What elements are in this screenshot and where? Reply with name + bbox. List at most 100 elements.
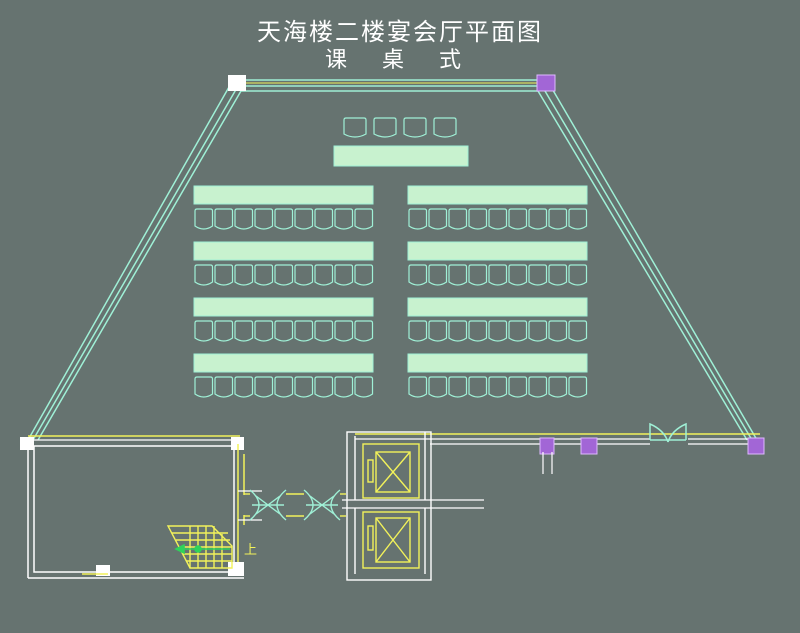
chair xyxy=(234,264,254,286)
elevator-1 xyxy=(362,443,420,499)
chair xyxy=(354,320,374,342)
chair xyxy=(468,208,488,230)
chair xyxy=(548,320,568,342)
chair xyxy=(568,320,588,342)
head-table xyxy=(333,145,469,167)
chair xyxy=(508,320,528,342)
chair xyxy=(528,376,548,398)
chair xyxy=(488,264,508,286)
classroom-table xyxy=(407,353,588,373)
classroom-table xyxy=(193,241,374,261)
chair xyxy=(314,376,334,398)
purple-columns xyxy=(536,74,765,455)
chair xyxy=(234,320,254,342)
plan-subtitle: 课 桌 式 xyxy=(325,48,475,73)
chair xyxy=(214,376,234,398)
chair xyxy=(254,264,274,286)
chair xyxy=(448,376,468,398)
chair xyxy=(254,208,274,230)
chair xyxy=(314,264,334,286)
chair xyxy=(408,376,428,398)
chair xyxy=(294,208,314,230)
chair xyxy=(314,320,334,342)
head-chairs xyxy=(343,117,457,138)
staircase xyxy=(166,525,233,569)
chair xyxy=(528,320,548,342)
chair xyxy=(468,264,488,286)
chair xyxy=(354,376,374,398)
chair xyxy=(428,208,448,230)
left-room-wall-yellow xyxy=(82,444,245,575)
chair xyxy=(294,264,314,286)
chair xyxy=(334,376,354,398)
hall-walls xyxy=(27,79,758,441)
chair xyxy=(568,208,588,230)
chair xyxy=(294,376,314,398)
chair xyxy=(568,264,588,286)
chair xyxy=(528,208,548,230)
chair xyxy=(448,264,468,286)
stair-up-label: 上 xyxy=(244,543,257,558)
elevator-2 xyxy=(362,511,420,569)
chair xyxy=(408,320,428,342)
chair xyxy=(274,264,294,286)
classroom-rows xyxy=(193,185,588,398)
chair xyxy=(468,376,488,398)
chair xyxy=(274,376,294,398)
chair xyxy=(508,208,528,230)
revolving-door-1 xyxy=(249,489,287,521)
chair xyxy=(428,320,448,342)
chair xyxy=(194,208,214,230)
chair xyxy=(254,320,274,342)
chair xyxy=(334,264,354,286)
chair xyxy=(234,376,254,398)
left-room xyxy=(27,444,244,579)
chair xyxy=(194,376,214,398)
chair xyxy=(194,320,214,342)
classroom-table xyxy=(407,185,588,205)
classroom-table xyxy=(193,185,374,205)
plan-title: 天海楼二楼宴会厅平面图 xyxy=(257,18,543,46)
chair xyxy=(234,208,254,230)
chair xyxy=(194,264,214,286)
chair xyxy=(428,376,448,398)
chair xyxy=(408,264,428,286)
chair xyxy=(354,264,374,286)
chair xyxy=(508,376,528,398)
chair xyxy=(528,264,548,286)
bottom-wall xyxy=(28,433,760,437)
chair xyxy=(508,264,528,286)
chair xyxy=(294,320,314,342)
hall-entrance-door xyxy=(649,422,687,443)
chair xyxy=(354,208,374,230)
chair xyxy=(548,208,568,230)
chair xyxy=(488,320,508,342)
chair xyxy=(428,264,448,286)
chair xyxy=(488,376,508,398)
classroom-table xyxy=(193,353,374,373)
chair xyxy=(274,320,294,342)
revolving-door-2 xyxy=(303,489,341,521)
chair xyxy=(433,117,457,138)
classroom-table xyxy=(193,297,374,317)
chair xyxy=(334,208,354,230)
chair xyxy=(314,208,334,230)
chair xyxy=(488,208,508,230)
chair xyxy=(448,208,468,230)
chair xyxy=(448,320,468,342)
chair xyxy=(214,264,234,286)
chair xyxy=(274,208,294,230)
chair xyxy=(343,117,367,138)
classroom-table xyxy=(407,241,588,261)
chair xyxy=(214,208,234,230)
chair xyxy=(254,376,274,398)
classroom-table xyxy=(407,297,588,317)
elevator-core xyxy=(346,431,432,581)
stair-arrow xyxy=(174,543,230,555)
chair xyxy=(548,376,568,398)
chair xyxy=(403,117,427,138)
chair xyxy=(408,208,428,230)
chair xyxy=(568,376,588,398)
